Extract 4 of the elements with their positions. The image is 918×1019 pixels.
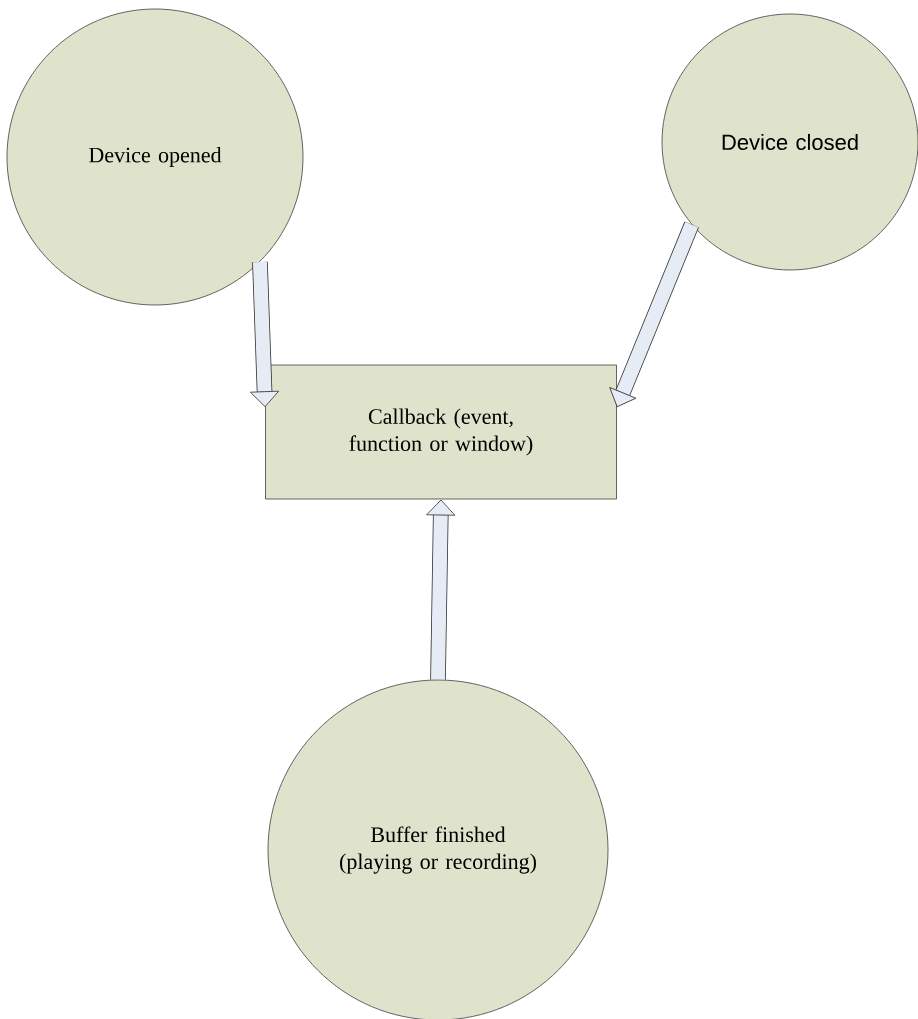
- block-arrow: [609, 221, 699, 408]
- block-arrow: [426, 499, 456, 680]
- block-arrow: [250, 261, 280, 408]
- process-box: Callback (event, function or window): [265, 364, 617, 500]
